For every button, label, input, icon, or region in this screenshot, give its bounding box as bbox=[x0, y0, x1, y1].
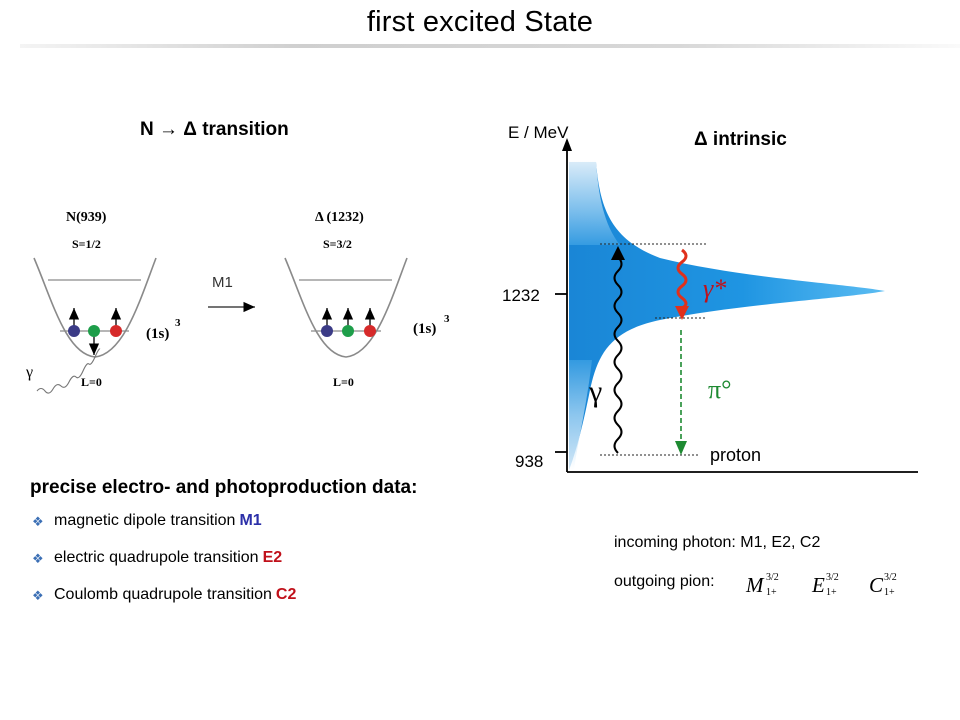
energy-axis-label: E / MeV bbox=[508, 123, 569, 142]
delta-well-diagram: Δ (1232) S=3/2 (1s) 3 L=0 bbox=[284, 210, 450, 389]
nucleon-photon-label: γ bbox=[25, 364, 33, 381]
list-item: ❖ Coulomb quadrupole transition C2 bbox=[32, 586, 296, 623]
proton-label: proton bbox=[710, 445, 761, 465]
resonance-upper-tail bbox=[569, 160, 620, 245]
list-item: ❖ electric quadrupole transition E2 bbox=[32, 549, 296, 586]
transition-highlight-c2: C2 bbox=[275, 586, 297, 603]
photon-absorption-wave bbox=[613, 254, 623, 454]
pion-label: π° bbox=[708, 375, 732, 404]
transition-highlight-e2: E2 bbox=[262, 549, 283, 566]
energy-diagram: E / MeV 1232 938 γ γ* π° proton bbox=[502, 123, 918, 473]
quark-green bbox=[342, 325, 354, 337]
quark-blue bbox=[321, 325, 333, 337]
gamma-label: γ bbox=[588, 375, 602, 408]
incoming-photon-text: incoming photon: M1, E2, C2 bbox=[614, 534, 821, 551]
transition-highlight-m1: M1 bbox=[239, 512, 262, 529]
n-delta-transition-heading: N → Δ transition bbox=[140, 119, 289, 140]
tick-label-1232: 1232 bbox=[502, 286, 540, 305]
photon-arrowhead bbox=[611, 246, 625, 260]
virtual-photon-arrowhead bbox=[675, 306, 689, 320]
delta-label: Δ (1232) bbox=[315, 210, 364, 225]
delta-resonance-shape bbox=[569, 162, 885, 470]
nucleon-potential-curve bbox=[33, 257, 157, 358]
list-item: ❖ magnetic dipole transition M1 bbox=[32, 512, 296, 549]
delta-orbital-label: L=0 bbox=[333, 375, 354, 389]
quark-red bbox=[364, 325, 376, 337]
delta-shell-label: (1s) bbox=[413, 321, 436, 337]
incoming-photon-wave bbox=[36, 348, 101, 394]
transition-text: magnetic dipole transition bbox=[54, 512, 236, 529]
transition-text: electric quadrupole transition bbox=[54, 549, 259, 566]
delta-shell-exponent: 3 bbox=[444, 313, 450, 325]
nucleon-shell-exponent: 3 bbox=[175, 317, 181, 329]
outgoing-pion-label: outgoing pion: bbox=[614, 573, 715, 590]
pion-arrowhead bbox=[675, 441, 687, 455]
nucleon-label: N(939) bbox=[66, 210, 107, 225]
transition-text: Coulomb quadrupole transition bbox=[54, 586, 272, 603]
title-divider bbox=[20, 44, 960, 48]
page-title: first excited State bbox=[366, 6, 594, 38]
delta-potential-curve bbox=[284, 257, 408, 358]
quark-blue bbox=[68, 325, 80, 337]
gamma-star-label: γ* bbox=[703, 274, 726, 303]
outgoing-pion-text: outgoing pion: bbox=[614, 573, 715, 591]
delta-spin-label: S=3/2 bbox=[323, 237, 352, 251]
quark-red bbox=[110, 325, 122, 337]
nucleon-orbital-label: L=0 bbox=[81, 375, 102, 389]
nucleon-spin-label: S=1/2 bbox=[72, 237, 101, 251]
diamond-bullet-icon: ❖ bbox=[32, 514, 44, 529]
diamond-bullet-icon: ❖ bbox=[32, 588, 44, 603]
nucleon-well-diagram: N(939) S=1/2 (1s) 3 L=0 γ bbox=[25, 210, 181, 394]
transition-list: ❖ magnetic dipole transition M1 ❖ electr… bbox=[32, 512, 296, 623]
energy-axis-arrowhead bbox=[562, 138, 572, 151]
virtual-photon-wave bbox=[676, 248, 688, 310]
m1-arrow-label: M1 bbox=[212, 274, 233, 291]
resonance-lower-tail bbox=[569, 360, 592, 470]
diamond-bullet-icon: ❖ bbox=[32, 551, 44, 566]
nucleon-shell-label: (1s) bbox=[146, 326, 169, 342]
quark-green bbox=[88, 325, 100, 337]
data-section-heading: precise electro- and photoproduction dat… bbox=[30, 477, 418, 498]
tick-label-938: 938 bbox=[515, 452, 543, 471]
delta-intrinsic-heading: Δ intrinsic bbox=[694, 129, 787, 150]
